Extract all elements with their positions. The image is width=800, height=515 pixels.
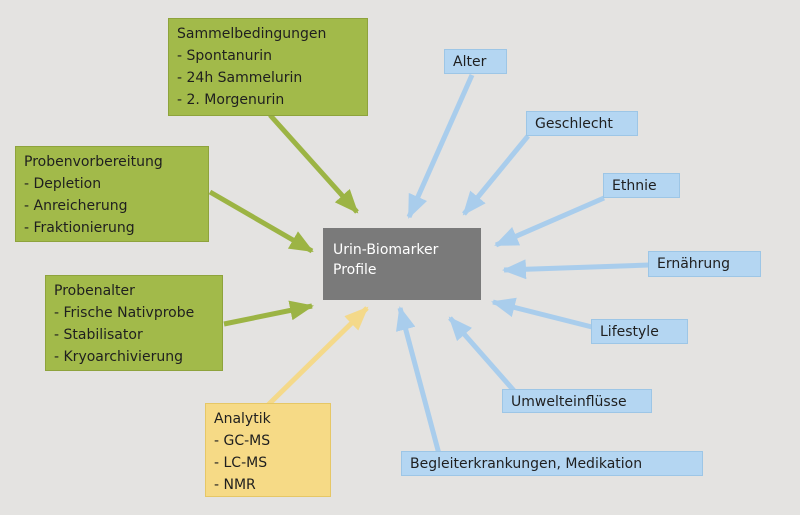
box-label: Lifestyle: [600, 324, 659, 340]
arrow-ernaehrung: [502, 259, 650, 280]
arrow-lifestyle: [491, 297, 593, 330]
box-item: - NMR: [214, 477, 256, 493]
box-item: - 2. Morgenurin: [177, 92, 285, 108]
box-label: Begleiterkrankungen, Medikation: [410, 456, 643, 472]
center-node-urin-biomarker: Urin-Biomarker Profile: [323, 228, 481, 300]
box-title: Analytik: [214, 411, 271, 427]
center-line-1: Urin-Biomarker: [333, 242, 439, 258]
center-line-2: Profile: [333, 262, 377, 278]
box-item: - 24h Sammelurin: [177, 70, 303, 86]
box-umwelteinfluesse: Umwelteinflüsse: [502, 389, 652, 413]
arrow-probenalter: [223, 300, 314, 327]
box-item: - Kryoarchivierung: [54, 349, 183, 365]
box-title: Probenvorbereitung: [24, 154, 163, 170]
box-item: - GC-MS: [214, 433, 271, 449]
box-analytik: Analytik - GC-MS - LC-MS - NMR: [205, 403, 331, 497]
box-ethnie: Ethnie: [603, 173, 680, 198]
box-sammelbedingungen: Sammelbedingungen - Spontanurin - 24h Sa…: [168, 18, 368, 116]
box-item: - Fraktionierung: [24, 220, 135, 236]
arrow-geschlecht: [462, 134, 530, 216]
box-item: - LC-MS: [214, 455, 268, 471]
arrow-sammelbedingungen: [268, 113, 359, 214]
box-label: Geschlecht: [535, 116, 613, 132]
arrow-begleiterkrankungen: [396, 306, 442, 455]
box-title: Sammelbedingungen: [177, 26, 327, 42]
box-title: Probenalter: [54, 283, 135, 299]
box-geschlecht: Geschlecht: [526, 111, 638, 136]
box-item: - Anreicherung: [24, 198, 128, 214]
arrow-ethnie: [494, 195, 605, 248]
box-item: - Spontanurin: [177, 48, 273, 64]
box-label: Alter: [453, 54, 487, 70]
box-probenvorbereitung: Probenvorbereitung - Depletion - Anreich…: [15, 146, 209, 242]
box-item: - Stabilisator: [54, 327, 143, 343]
box-lifestyle: Lifestyle: [591, 319, 688, 344]
box-item: - Depletion: [24, 176, 102, 192]
box-label: Umwelteinflüsse: [511, 394, 627, 410]
arrow-analytik: [266, 306, 369, 407]
box-label: Ernährung: [657, 256, 731, 272]
box-item: - Frische Nativprobe: [54, 305, 195, 321]
box-alter: Alter: [444, 49, 507, 74]
box-probenalter: Probenalter - Frische Nativprobe - Stabi…: [45, 275, 223, 371]
arrow-probenvorbereitung: [208, 189, 314, 254]
arrow-alter: [406, 73, 475, 219]
box-begleiterkrankungen: Begleiterkrankungen, Medikation: [401, 451, 703, 476]
box-ernaehrung: Ernährung: [648, 251, 761, 277]
arrow-umwelteinfluesse: [448, 316, 518, 395]
box-label: Ethnie: [612, 178, 657, 194]
